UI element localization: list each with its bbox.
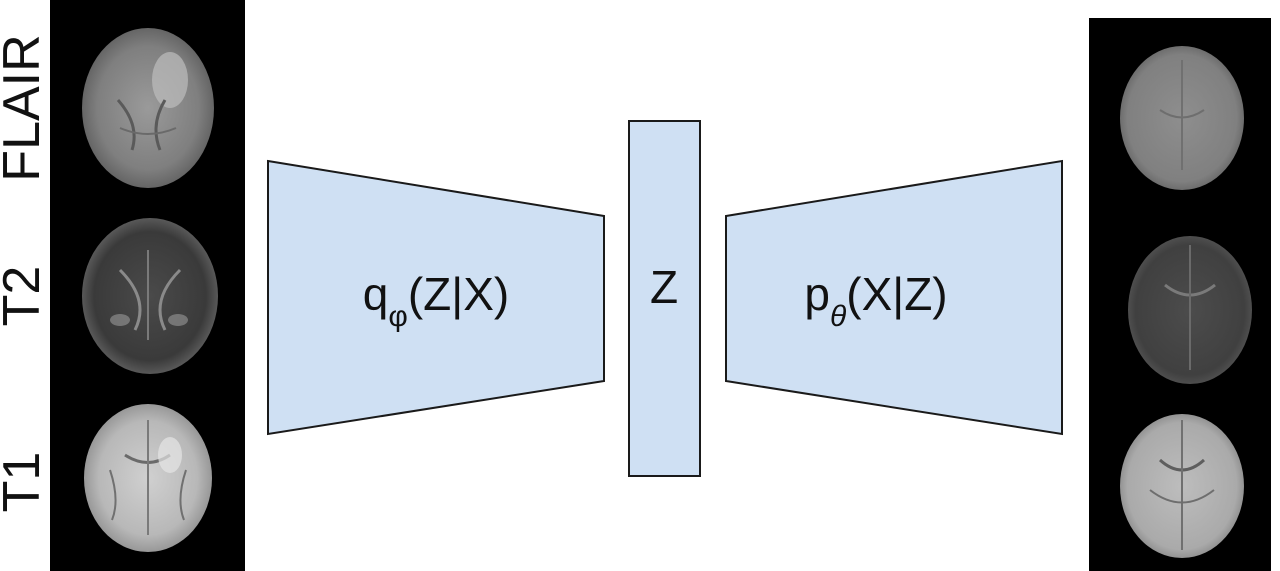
latent-rectangle bbox=[628, 120, 701, 477]
latent-block: Z bbox=[628, 120, 701, 477]
encoder-block: qφ(Z|X) bbox=[267, 159, 605, 436]
encoder-label-subscript: φ bbox=[388, 300, 407, 333]
output-panel bbox=[1089, 18, 1271, 571]
encoder-trapezoid bbox=[267, 159, 605, 436]
output-t1-brain-image bbox=[1120, 414, 1244, 558]
modality-labels: FLAIR T2 T1 bbox=[0, 34, 51, 512]
decoder-label-subscript: θ bbox=[830, 300, 847, 333]
decoder-label: pθ(X|Z) bbox=[804, 268, 947, 333]
input-panel bbox=[50, 0, 245, 571]
modality-label-t1: T1 bbox=[0, 452, 51, 513]
input-t2-brain-image bbox=[82, 218, 218, 374]
decoder-trapezoid bbox=[725, 159, 1063, 436]
output-flair-brain-image bbox=[1120, 46, 1244, 190]
encoder-label: qφ(Z|X) bbox=[363, 268, 509, 333]
decoder-block: pθ(X|Z) bbox=[725, 159, 1063, 436]
modality-label-t2: T2 bbox=[0, 266, 51, 327]
modality-label-flair: FLAIR bbox=[0, 34, 51, 181]
output-t2-brain-image bbox=[1128, 236, 1252, 384]
input-flair-brain-image bbox=[82, 28, 214, 188]
latent-label: Z bbox=[650, 261, 678, 313]
input-t1-brain-image bbox=[84, 404, 212, 552]
